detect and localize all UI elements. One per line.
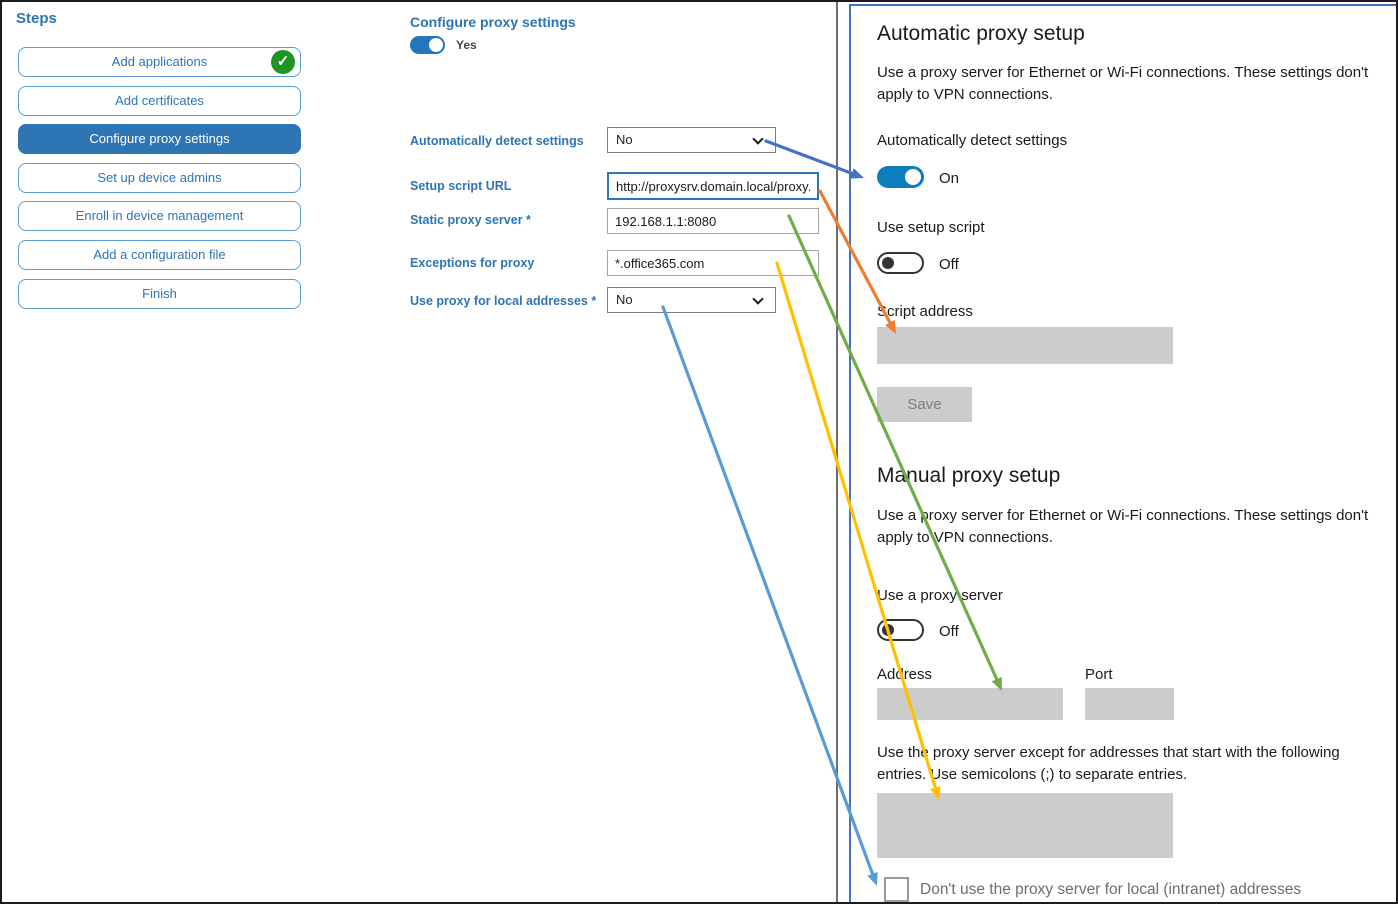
manual-proxy-setup-heading: Manual proxy setup — [877, 464, 1061, 487]
use-proxy-server-toggle[interactable] — [877, 619, 924, 641]
proxy-address-label: Address — [877, 666, 933, 683]
chevron-down-icon — [752, 293, 764, 305]
detect-settings-toggle[interactable] — [877, 166, 924, 188]
wizard-page-title: Configure proxy settings — [410, 14, 576, 30]
sidebar-item-label: Add certificates — [115, 93, 204, 108]
panel-divider — [836, 2, 838, 902]
proxy-exceptions-textarea[interactable] — [877, 793, 1173, 858]
local-addresses-arrow — [661, 305, 878, 886]
setup-script-url-label: Setup script URL — [410, 179, 512, 193]
completed-check-icon: ✓ — [271, 50, 295, 74]
sidebar-item-label: Set up device admins — [97, 170, 222, 185]
proxy-exceptions-label: Exceptions for proxy — [410, 256, 535, 270]
detect-settings-toggle-state: On — [939, 170, 960, 187]
toggle-knob — [429, 38, 443, 52]
sidebar-item-add-certificates[interactable]: Add certificates — [18, 86, 301, 116]
configure-proxy-toggle[interactable] — [410, 36, 445, 54]
proxy-exceptions-input[interactable] — [607, 250, 819, 276]
proxy-local-addresses-dropdown[interactable]: No — [607, 287, 776, 313]
use-setup-script-toggle-state: Off — [939, 256, 959, 273]
sidebar-item-label: Add a configuration file — [93, 247, 226, 262]
auto-detect-dropdown[interactable]: No — [607, 127, 776, 153]
sidebar-item-label: Add applications — [111, 54, 208, 69]
automatic-proxy-description: Use a proxy server for Ethernet or Wi-Fi… — [877, 64, 1369, 103]
proxy-port-input[interactable] — [1085, 688, 1174, 720]
sidebar-item-set-up-device-admins[interactable]: Set up device admins — [18, 163, 301, 193]
toggle-knob — [882, 257, 894, 269]
steps-panel-title: Steps — [16, 10, 57, 27]
local-intranet-checkbox-label: Don't use the proxy server for local (in… — [920, 881, 1302, 898]
sidebar-item-add-applications[interactable]: Add applications ✓ — [18, 47, 301, 77]
sidebar-item-label: Configure proxy settings — [89, 131, 230, 146]
sidebar-item-add-configuration-file[interactable]: Add a configuration file — [18, 240, 301, 270]
sidebar-item-label: Enroll in device management — [75, 208, 244, 223]
proxy-local-addresses-value: No — [616, 292, 633, 307]
script-address-label: Script address — [877, 303, 973, 320]
sidebar-item-label: Finish — [142, 286, 177, 301]
static-proxy-server-input[interactable] — [607, 208, 819, 234]
static-proxy-server-label: Static proxy server * — [410, 213, 531, 227]
auto-detect-label: Automatically detect settings — [410, 134, 584, 148]
use-setup-script-toggle[interactable] — [877, 252, 924, 274]
automatic-proxy-setup-heading: Automatic proxy setup — [877, 22, 1085, 45]
proxy-port-label: Port — [1085, 666, 1113, 683]
use-proxy-server-toggle-state: Off — [939, 623, 959, 640]
setup-script-url-input[interactable] — [607, 172, 819, 200]
toggle-knob — [882, 624, 894, 636]
manual-proxy-description: Use a proxy server for Ethernet or Wi-Fi… — [877, 507, 1369, 546]
windows-proxy-settings-panel: Automatic proxy setup Use a proxy server… — [849, 4, 1396, 902]
script-address-input[interactable] — [877, 327, 1173, 364]
sidebar-item-configure-proxy-settings[interactable]: Configure proxy settings — [18, 124, 301, 154]
proxy-exceptions-description: Use the proxy server except for addresse… — [877, 744, 1340, 783]
auto-detect-value: No — [616, 132, 633, 147]
toggle-knob — [905, 169, 921, 185]
save-button[interactable]: Save — [877, 387, 972, 422]
configure-proxy-toggle-state: Yes — [456, 38, 477, 52]
chevron-down-icon — [752, 133, 764, 145]
proxy-local-addresses-label: Use proxy for local addresses * — [410, 294, 597, 308]
proxy-address-input[interactable] — [877, 688, 1063, 720]
use-setup-script-label: Use setup script — [877, 219, 985, 236]
detect-settings-label: Automatically detect settings — [877, 132, 1068, 149]
local-intranet-checkbox[interactable] — [884, 877, 909, 902]
sidebar-item-finish[interactable]: Finish — [18, 279, 301, 309]
sidebar-item-enroll-device-management[interactable]: Enroll in device management — [18, 201, 301, 231]
use-proxy-server-label: Use a proxy server — [877, 587, 1003, 604]
